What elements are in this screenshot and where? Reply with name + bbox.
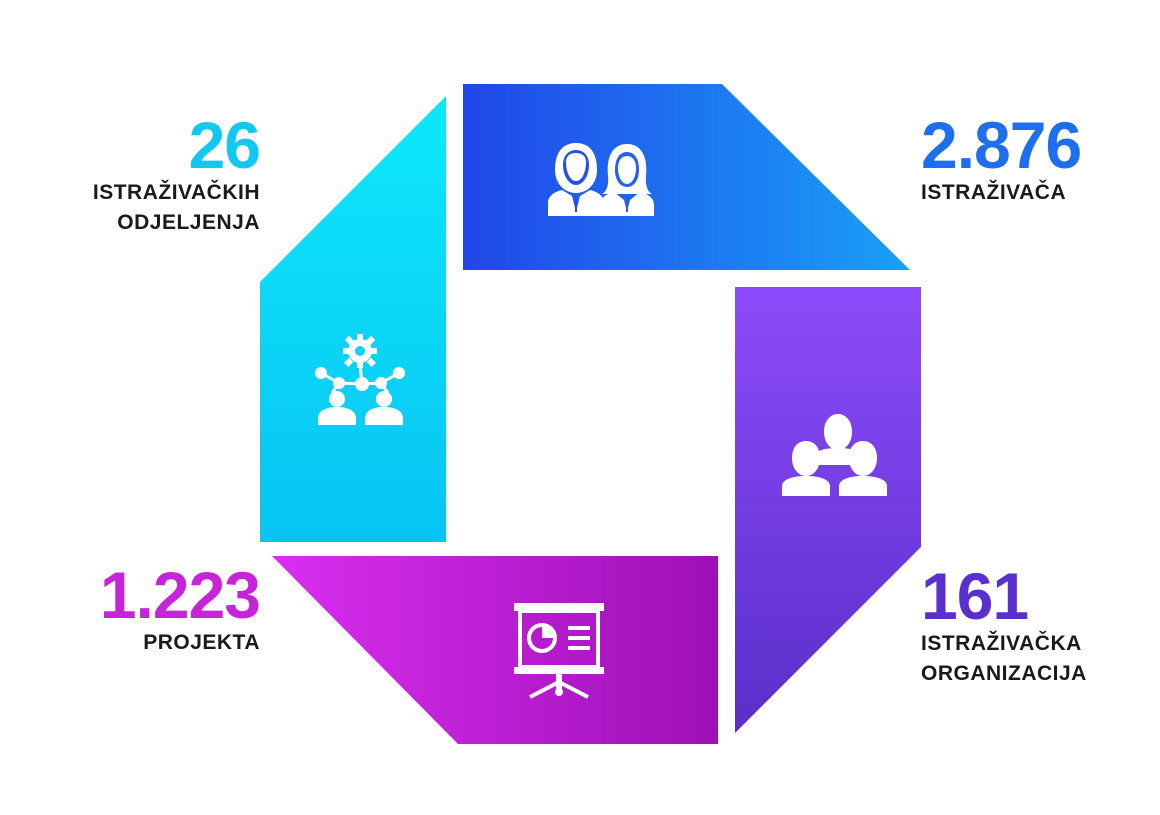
departments-label-line1: ISTRAŽIVAČKIH <box>92 181 260 204</box>
organizations-label-line1: ISTRAŽIVAČKA <box>921 632 1082 655</box>
researchers-couple-icon <box>548 143 654 216</box>
organizations-number: 161 <box>921 559 1029 633</box>
segment-projects <box>272 556 718 744</box>
organizations-label-line2: ORGANIZACIJA <box>921 662 1087 685</box>
researchers-number: 2.876 <box>921 108 1082 182</box>
group-people-icon <box>782 414 887 496</box>
stat-projects: 1.223 PROJEKTA <box>99 558 261 658</box>
projects-number: 1.223 <box>99 558 261 632</box>
network-people-gear-icon <box>315 334 405 425</box>
segment-organizations <box>735 287 921 733</box>
researchers-label-line1: ISTRAŽIVAČA <box>921 181 1067 204</box>
departments-number: 26 <box>188 108 261 182</box>
stat-departments: 26 ISTRAŽIVAČKIH ODJELJENJA <box>92 108 261 238</box>
stat-researchers: 2.876 ISTRAŽIVAČA <box>921 108 1082 208</box>
segment-researchers <box>463 84 910 270</box>
segment-departments <box>260 96 446 542</box>
departments-label-line2: ODJELJENJA <box>117 211 260 234</box>
projects-label-line1: PROJEKTA <box>143 631 260 654</box>
stat-organizations: 161 ISTRAŽIVAČKA ORGANIZACIJA <box>921 563 1087 689</box>
presentation-board-icon <box>514 603 604 699</box>
